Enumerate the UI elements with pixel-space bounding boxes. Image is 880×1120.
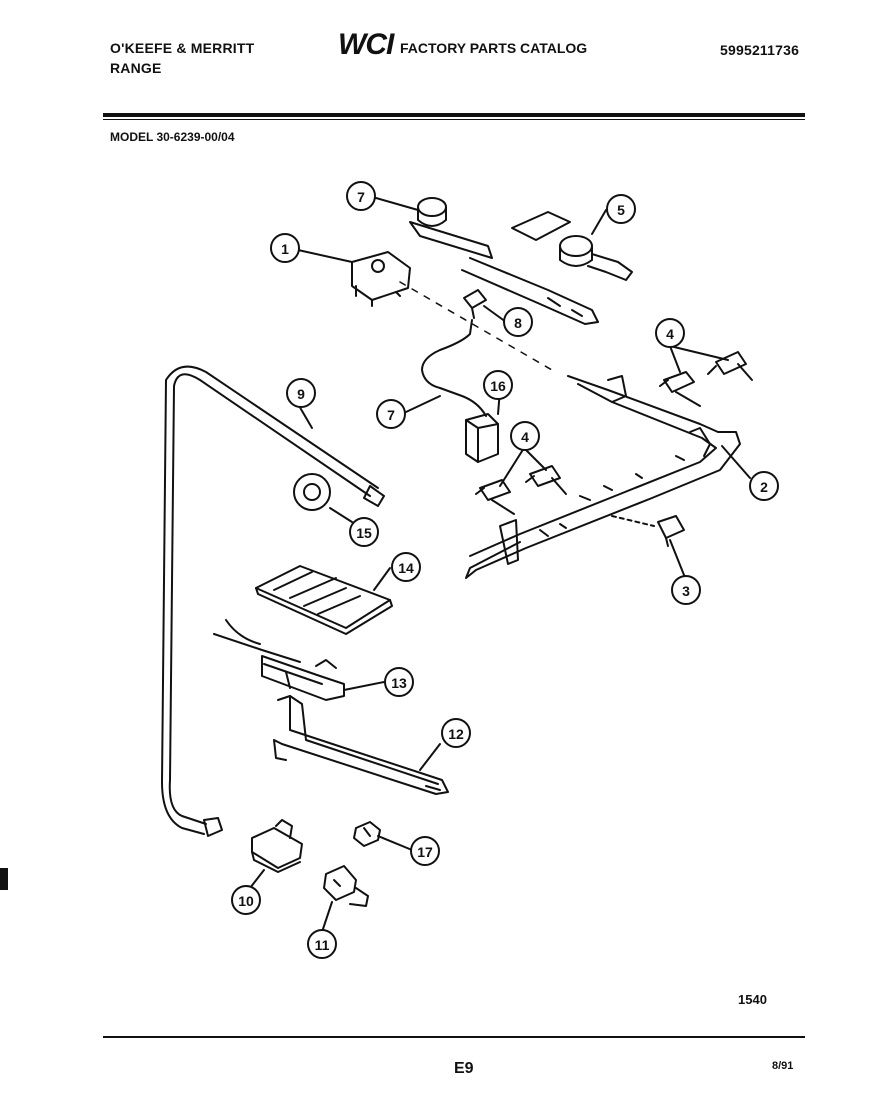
diagram-code: 1540	[738, 992, 767, 1007]
part-6-burner	[409, 197, 599, 325]
callout-16: 16	[490, 378, 506, 394]
catalog-title: FACTORY PARTS CATALOG	[400, 40, 588, 56]
callout-circle-11	[307, 929, 337, 959]
callout-circle-14	[391, 552, 421, 582]
part-4-valve-middle	[475, 465, 567, 515]
callout-9: 9	[297, 386, 305, 402]
callout-circle-17	[410, 836, 440, 866]
callout-circle-6	[346, 181, 376, 211]
callout-8: 8	[514, 315, 522, 331]
callout-circle-1	[270, 233, 300, 263]
callout-12: 12	[448, 726, 464, 742]
callout-circle-13	[384, 667, 414, 697]
part-8-clip	[463, 289, 487, 319]
callout-17: 17	[417, 844, 433, 860]
callout-circle-10	[231, 885, 261, 915]
part-14-baffle	[255, 565, 393, 635]
model-number: MODEL 30-6239-00/04	[110, 130, 235, 144]
callout-circle-4b	[510, 421, 540, 451]
callout-15: 15	[356, 525, 372, 541]
callout-circle-8	[503, 307, 533, 337]
callout-5: 5	[617, 202, 625, 218]
callout-11: 11	[315, 937, 330, 953]
catalog-number: 5995211736	[720, 42, 800, 58]
callout-4-middle: 4	[521, 429, 529, 445]
part-4-valve-right	[659, 351, 753, 407]
callout-1: 1	[281, 241, 289, 257]
part-1-valve	[351, 251, 411, 307]
part-9-tube	[161, 365, 385, 837]
callout-circle-12	[441, 718, 471, 748]
callout-13: 13	[391, 675, 407, 691]
callout-circle-7	[376, 399, 406, 429]
callout-circle-4a	[655, 318, 685, 348]
callout-2: 2	[760, 479, 768, 495]
callout-7: 7	[387, 407, 395, 423]
part-5-burner	[511, 211, 633, 281]
part-12-burner	[273, 695, 449, 795]
callout-14: 14	[398, 560, 414, 576]
footer-rule	[103, 1036, 805, 1038]
callout-3: 3	[682, 583, 690, 599]
part-15-nut	[293, 473, 331, 511]
callout-10: 10	[238, 893, 254, 909]
revision-date: 8/91	[772, 1060, 794, 1072]
part-2-manifold	[465, 375, 741, 579]
part-16-igniter	[465, 413, 499, 463]
brand-name: O'KEEFE & MERRITT	[110, 40, 255, 56]
part-3-bracket	[611, 515, 685, 547]
wci-logo: WCI	[338, 28, 394, 61]
product-type: RANGE	[110, 60, 162, 76]
part-7-wire	[421, 319, 487, 417]
part-17-clip	[353, 821, 381, 847]
scan-edge-mark	[0, 868, 8, 890]
callout-circle-16	[483, 370, 513, 400]
page-number: E9	[454, 1060, 474, 1077]
callout-6: 7	[357, 189, 365, 205]
header-rule	[103, 113, 805, 117]
header-rule-thin	[103, 119, 805, 120]
callout-circle-3	[671, 575, 701, 605]
part-10-switch	[251, 819, 303, 873]
callout-circle-15	[349, 517, 379, 547]
part-13-burner	[213, 619, 345, 701]
callout-circle-5	[606, 194, 636, 224]
callout-4-right: 4	[666, 326, 674, 342]
part-11-bracket	[323, 865, 369, 907]
callout-circle-2	[749, 471, 779, 501]
callout-circle-9	[286, 378, 316, 408]
